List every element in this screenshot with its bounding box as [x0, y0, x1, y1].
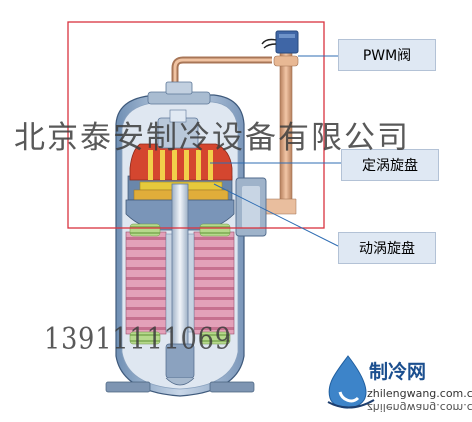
pwm-pipe: [171, 49, 299, 215]
highlight-frame: [67, 21, 325, 229]
pwm-valve: [261, 30, 299, 54]
callout-orbiting-scroll: [213, 183, 339, 247]
site-logo: [327, 355, 375, 409]
logo-name: 制冷网: [369, 361, 427, 383]
fixed-scroll-wraps: [148, 150, 213, 180]
pwm-valve-label: PWM阀: [338, 39, 436, 71]
fixed-scroll-label: 定涡旋盘: [341, 149, 439, 181]
logo-url: zhilengwang.com.cn: [367, 387, 472, 400]
logo-url-reflection: zhilengwang.com.cn: [367, 401, 472, 414]
crankshaft: [165, 183, 195, 386]
callout-lines: [210, 55, 341, 247]
orbiting-scroll-label: 动涡旋盘: [338, 232, 436, 264]
